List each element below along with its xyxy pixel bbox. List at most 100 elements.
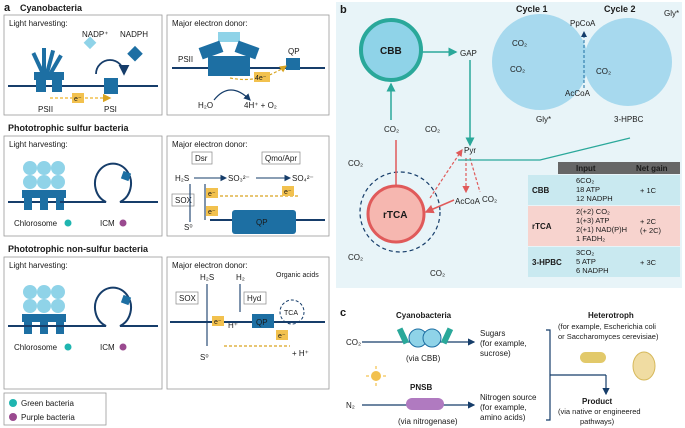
hpbc-cycle-2 — [584, 18, 672, 106]
cyano-cell-2 — [422, 328, 442, 348]
section-cyanobacteria-title: Cyanobacteria — [20, 3, 83, 13]
table-row-cbb — [528, 175, 680, 205]
psii-label: PSII — [38, 105, 53, 114]
icm-label-2: ICM — [100, 343, 115, 352]
hpbc-label: 3-HPBC — [614, 115, 644, 124]
ecoli-cell — [580, 352, 606, 363]
chlorosome-label-2: Chlorosome — [14, 343, 58, 352]
psi-label: PSI — [104, 105, 117, 114]
nonsulfur-donor-diagram: TCA Organic acids H₂S H₂ SOX Hyd H⁺ QP e… — [170, 272, 325, 362]
rtca-input-3: 2(+1) NAD(P)H — [576, 225, 627, 234]
purple-bacteria-swatch — [9, 413, 17, 421]
qp-label-2: QP — [256, 218, 268, 227]
sulfite-label: SO₃²⁻ — [228, 174, 250, 183]
qmo-apr-label: Qmo/Apr — [265, 154, 297, 163]
cbb-gain: + 1C — [640, 186, 657, 195]
co2-label-2: CO₂ — [425, 125, 440, 134]
rtca-gain-2: (+ 2C) — [640, 226, 662, 235]
legend-green: Green bacteria — [21, 399, 74, 408]
psii-label-2: PSII — [178, 55, 193, 64]
hpbc-input-3: 6 NADPH — [576, 266, 609, 275]
table-row-cbb-name: CBB — [532, 186, 550, 195]
chlorosome-label: Chlorosome — [14, 219, 58, 228]
section-nonsulfur-title: Phototrophic non-sulfur bacteria — [8, 244, 149, 254]
acCoA-label: AcCoA — [455, 197, 481, 206]
rtca-gain-1: + 2C — [640, 217, 657, 226]
table-row-rtca — [528, 206, 680, 246]
electron-label-2: e⁻ — [208, 191, 216, 198]
sulfur-donor-title: Major electron donor: — [172, 140, 248, 149]
panel-a-label: a — [4, 2, 11, 14]
hpbc-co2-3: CO₂ — [596, 67, 611, 76]
hpbc-acCoA: AcCoA — [565, 89, 591, 98]
h2s-label-2: H₂S — [200, 273, 214, 282]
co2-label-3: CO₂ — [348, 159, 363, 168]
sulfur-light-title: Light harvesting: — [9, 140, 68, 149]
cbb-label: CBB — [380, 46, 402, 57]
pnsb-cell — [406, 398, 444, 410]
cbb-input-1: 6CO₂ — [576, 176, 594, 185]
nitrogen-line-3: amino acids) — [480, 413, 526, 422]
proton-label-1: H⁺ — [228, 321, 238, 330]
hpbc-co2-1: CO₂ — [512, 39, 527, 48]
electron-label-3: e⁻ — [208, 209, 216, 216]
gly-label-b: Gly* — [664, 9, 679, 18]
cbb-input-3: 12 NADPH — [576, 194, 613, 203]
panel-b-label: b — [340, 4, 347, 16]
cycle1-label: Cycle 1 — [516, 4, 548, 14]
hpbc-input-2: 5 ATP — [576, 257, 596, 266]
table-row-hpbc-name: 3-HPBC — [532, 258, 562, 267]
rtca-input-1: 2(+2) CO₂ — [576, 207, 610, 216]
table-row-rtca-name: rTCA — [532, 222, 552, 231]
pnsb-title: PNSB — [410, 383, 432, 392]
table-header-gain: Net gain — [636, 164, 668, 173]
cycle2-label: Cycle 2 — [604, 4, 636, 14]
organic-acids-label: Organic acids — [276, 272, 319, 279]
electron-label-5: e⁻ — [214, 319, 222, 326]
qp-label-3: QP — [256, 318, 268, 327]
cyano-donor-diagram: PSII QP 4e⁻ H₂O 4H⁺ + O₂ — [172, 32, 325, 110]
nitrogen-line-2: (for example, — [480, 403, 527, 412]
sulfur-light-diagram: Chlorosome ICM — [8, 161, 158, 228]
hpbc-gain: + 3C — [640, 258, 657, 267]
hyd-label: Hyd — [247, 294, 261, 303]
gly-label-a: Gly* — [536, 115, 551, 124]
icm-label: ICM — [100, 219, 115, 228]
electron-label-4: e⁻ — [284, 189, 292, 196]
heterotroph-line-1: (for example, Escherichia coli — [558, 322, 656, 331]
h2s-label-1: H₂S — [175, 174, 189, 183]
rtca-input-4: 1 FADH₂ — [576, 234, 605, 243]
h2-label: H₂ — [236, 273, 245, 282]
table-row-hpbc — [528, 247, 680, 277]
cyano-donor-title: Major electron donor: — [172, 19, 248, 28]
s0-label-2: S⁰ — [200, 353, 209, 362]
cbb-input-2: 18 ATP — [576, 185, 600, 194]
product-line-2: pathways) — [580, 417, 615, 426]
sun-rays — [366, 366, 386, 386]
panel-a: a Cyanobacteria Light harvesting: Major … — [3, 2, 330, 426]
rtca-outer-dashed — [359, 171, 441, 253]
ppcoa-label: PpCoA — [570, 19, 596, 28]
heterotroph-line-2: or Saccharomyces cerevisiae) — [558, 332, 659, 341]
electron-label: e⁻ — [74, 96, 82, 103]
bracket — [546, 329, 551, 421]
via-cbb-label: (via CBB) — [406, 354, 441, 363]
table-header-row — [558, 162, 680, 174]
sox-label-2: SOX — [179, 294, 197, 303]
nadph-label: NADPH — [120, 30, 148, 39]
four-electron-label: 4e⁻ — [255, 75, 267, 82]
via-nitrogenase-label: (via nitrogenase) — [398, 417, 458, 426]
s0-label-1: S⁰ — [184, 223, 193, 232]
proton-label-2: + H⁺ — [292, 349, 309, 358]
hpbc-cycle-1 — [492, 14, 588, 110]
n2-input-label: N₂ — [346, 401, 355, 410]
heterotroph-title: Heterotroph — [588, 311, 634, 320]
green-bacteria-swatch — [9, 399, 17, 407]
hpbc-co2-2: CO₂ — [510, 65, 525, 74]
co2-label-1: CO₂ — [384, 125, 399, 134]
cbb-cycle — [359, 18, 423, 82]
pyr-label: Pyr — [464, 146, 476, 155]
tca-label-small: TCA — [284, 310, 298, 317]
sulfur-donor-diagram: Dsr Qmo/Apr H₂S SO₃²⁻ SO₄²⁻ SOX e⁻ e⁻ e⁻… — [171, 151, 325, 234]
